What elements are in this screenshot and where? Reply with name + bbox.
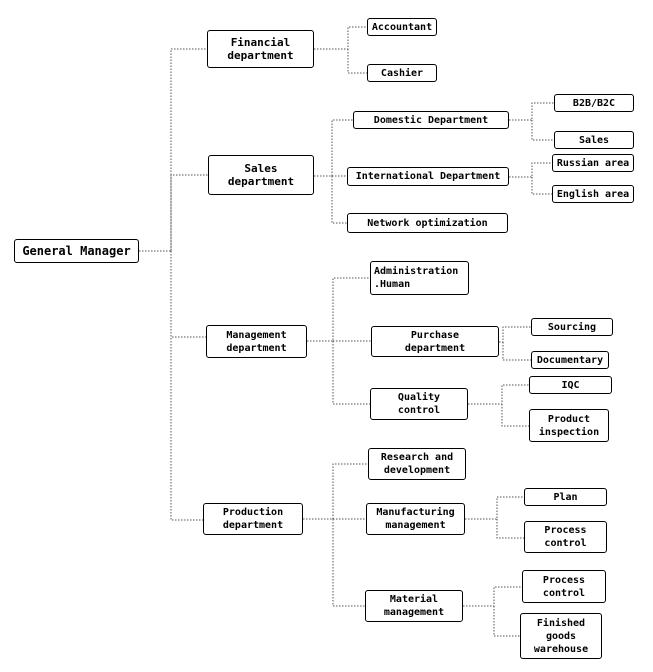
finished-goods-warehouse-box: Finished goods warehouse	[520, 613, 602, 659]
material-process-control-box: Process control	[522, 570, 606, 603]
manufacturing-management-box: Manufacturing management	[366, 503, 465, 535]
product-inspection-box: Product inspection	[529, 409, 609, 442]
sales-department-box: Sales department	[208, 155, 314, 195]
documentary-box: Documentary	[531, 351, 609, 369]
management-department-box: Management department	[206, 325, 307, 358]
plan-box: Plan	[524, 488, 607, 506]
research-development-box: Research and development	[368, 448, 466, 480]
financial-department-box: Financial department	[207, 30, 314, 68]
iqc-box: IQC	[529, 376, 612, 394]
network-optimization-box: Network optimization	[347, 213, 508, 233]
cashier-box: Cashier	[367, 64, 437, 82]
russian-area-box: Russian area	[552, 154, 634, 172]
english-area-box: English area	[552, 185, 634, 203]
material-management-box: Material management	[365, 590, 463, 622]
manufacturing-process-control-box: Process control	[524, 521, 607, 553]
administration-human-box: Administration .Human	[370, 261, 469, 295]
international-department-box: International Department	[347, 167, 509, 186]
sales-box: Sales	[554, 131, 634, 149]
sourcing-box: Sourcing	[531, 318, 613, 336]
production-department-box: Production department	[203, 503, 303, 535]
general-manager-box: General Manager	[14, 239, 139, 263]
accountant-box: Accountant	[367, 18, 437, 36]
b2b-b2c-box: B2B/B2C	[554, 94, 634, 112]
purchase-department-box: Purchase department	[371, 326, 499, 357]
domestic-department-box: Domestic Department	[353, 111, 509, 129]
quality-control-box: Quality control	[370, 388, 468, 420]
